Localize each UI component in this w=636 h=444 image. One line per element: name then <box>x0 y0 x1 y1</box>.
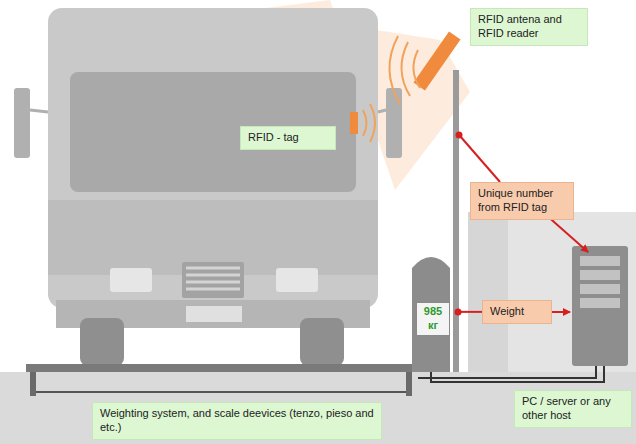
antenna-pole <box>453 70 459 372</box>
tag-signal <box>363 104 375 142</box>
node-text: PC / server or any other host <box>522 395 624 423</box>
node-text: RFID - tag <box>248 131 328 145</box>
signal-dot <box>456 132 463 139</box>
pc-server-cabinet <box>572 246 628 366</box>
label-box: RFID antena and RFID reader <box>470 8 588 46</box>
signal-box: Weight <box>482 300 552 324</box>
node-text: Weighting system, and scale deevices (te… <box>100 407 374 435</box>
wall <box>468 212 636 372</box>
weight-display: 985 кг <box>416 302 450 336</box>
node-text: Weight <box>490 305 544 319</box>
rfid-antenna <box>413 32 460 91</box>
node-text: RFID antena and RFID reader <box>478 13 580 41</box>
signal-connector <box>455 308 483 315</box>
scale-platform <box>26 364 418 396</box>
wall-shade <box>468 212 508 372</box>
node-text: 985 кг <box>419 305 447 333</box>
node-text: Unique number from RFID tag <box>478 187 566 215</box>
label-box: RFID - tag <box>240 126 336 150</box>
signal-leader <box>460 136 588 312</box>
data-cable <box>418 366 604 382</box>
rfid-tag-sticker <box>350 112 358 134</box>
signal-box: Unique number from RFID tag <box>470 182 574 220</box>
antenna-signal <box>389 36 420 104</box>
label-box: PC / server or any other host <box>514 390 632 428</box>
label-box: Weighting system, and scale deevices (te… <box>92 402 382 440</box>
truck <box>14 8 402 366</box>
weight-display-pillar <box>412 257 450 372</box>
